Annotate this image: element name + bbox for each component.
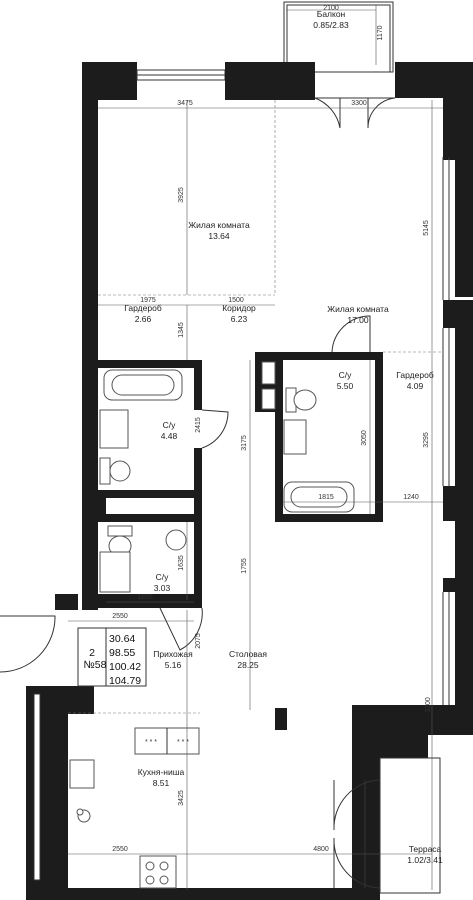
- dimension-label: 3050: [361, 430, 368, 446]
- room-name-dining: Столовая: [229, 649, 267, 659]
- room-name-wardrobe1: Гардероб: [124, 303, 162, 313]
- dimension-label: 1755: [241, 558, 248, 574]
- dimension-label: 3300: [351, 100, 367, 107]
- room-name-hall: Прихожая: [153, 649, 193, 659]
- dimension-label: 1170: [377, 25, 384, 40]
- dimension-label: 2415: [195, 417, 202, 433]
- dimension-label: 1240: [403, 494, 419, 501]
- room-name-bath3: С/у: [156, 572, 170, 582]
- doors: [0, 97, 441, 894]
- area-value-1: 30.64: [109, 633, 135, 645]
- dimension-label: 1975: [140, 297, 156, 304]
- dimension-label: 1855: [137, 594, 153, 601]
- room-name-terrace: Терраса: [409, 844, 442, 854]
- room-name-balcony: Балкон: [317, 9, 346, 19]
- room-area-balcony: 0.85/2.83: [313, 20, 349, 30]
- dimension-label: 1635: [178, 555, 185, 571]
- room-area-terrace: 1.02/3.41: [407, 855, 443, 865]
- room-area-kitchen: 8.51: [153, 778, 170, 788]
- dimension-label: 3425: [178, 790, 185, 806]
- apartment-number: №58: [84, 659, 107, 671]
- dimension-label: 3475: [177, 100, 193, 107]
- room-area-living1: 13.64: [208, 231, 230, 241]
- dimension-label: 3925: [178, 187, 185, 203]
- balcony-outline: [283, 1, 394, 73]
- exterior-walls: [26, 62, 473, 900]
- room-area-dining: 28.25: [237, 660, 259, 670]
- dimension-label: 2075: [195, 633, 202, 649]
- room-name-wardrobe2: Гардероб: [396, 370, 434, 380]
- dimension-label: 3175: [241, 435, 248, 451]
- dimension-label: 3200: [425, 697, 432, 713]
- area-value-3: 100.42: [109, 661, 141, 673]
- room-area-corridor: 6.23: [231, 314, 248, 324]
- rooms-count: 2: [89, 647, 95, 659]
- room-name-living1: Жилая комната: [188, 220, 250, 230]
- zone-lines: [68, 100, 443, 714]
- dimension-label: 2550: [112, 846, 128, 853]
- area-value-2: 98.55: [109, 647, 135, 659]
- room-name-bath1: С/у: [163, 420, 177, 430]
- room-area-living2: 17.00: [347, 315, 369, 325]
- dimension-label: 4800: [313, 846, 329, 853]
- interior-walls: [98, 352, 383, 730]
- dimension-label: 1345: [178, 322, 185, 338]
- room-area-wardrobe2: 4.09: [407, 381, 424, 391]
- dimension-label: 3295: [423, 432, 430, 448]
- dimension-label: 2100: [323, 5, 339, 12]
- dimension-labels: 2100 1170 3475 3300 3925 5145 1975 1500 1345 2415…: [112, 5, 432, 853]
- room-area-bath3: 3.03: [154, 583, 171, 593]
- room-name-living2: Жилая комната: [327, 304, 389, 314]
- dimension-label: 2550: [112, 613, 128, 620]
- dimension-label: 5145: [423, 220, 430, 236]
- sanitary-fixtures: * * * * * *: [69, 369, 355, 889]
- room-area-bath1: 4.48: [161, 431, 178, 441]
- apartment-info: 2 №58 30.64 98.55 100.42 104.79: [77, 627, 147, 687]
- room-area-wardrobe1: 2.66: [135, 314, 152, 324]
- dimension-lines: [68, 100, 443, 890]
- dimension-label: 1500: [228, 297, 244, 304]
- area-value-4: 104.79: [109, 675, 141, 687]
- dimension-label: 1815: [318, 494, 334, 501]
- svg-text:* * *: * * *: [177, 739, 189, 746]
- room-name-kitchen: Кухня-ниша: [138, 767, 185, 777]
- room-name-corridor: Коридор: [222, 303, 256, 313]
- room-area-bath2: 5.50: [337, 381, 354, 391]
- room-name-bath2: С/у: [339, 370, 353, 380]
- room-area-hall: 5.16: [165, 660, 182, 670]
- svg-text:* * *: * * *: [145, 739, 157, 746]
